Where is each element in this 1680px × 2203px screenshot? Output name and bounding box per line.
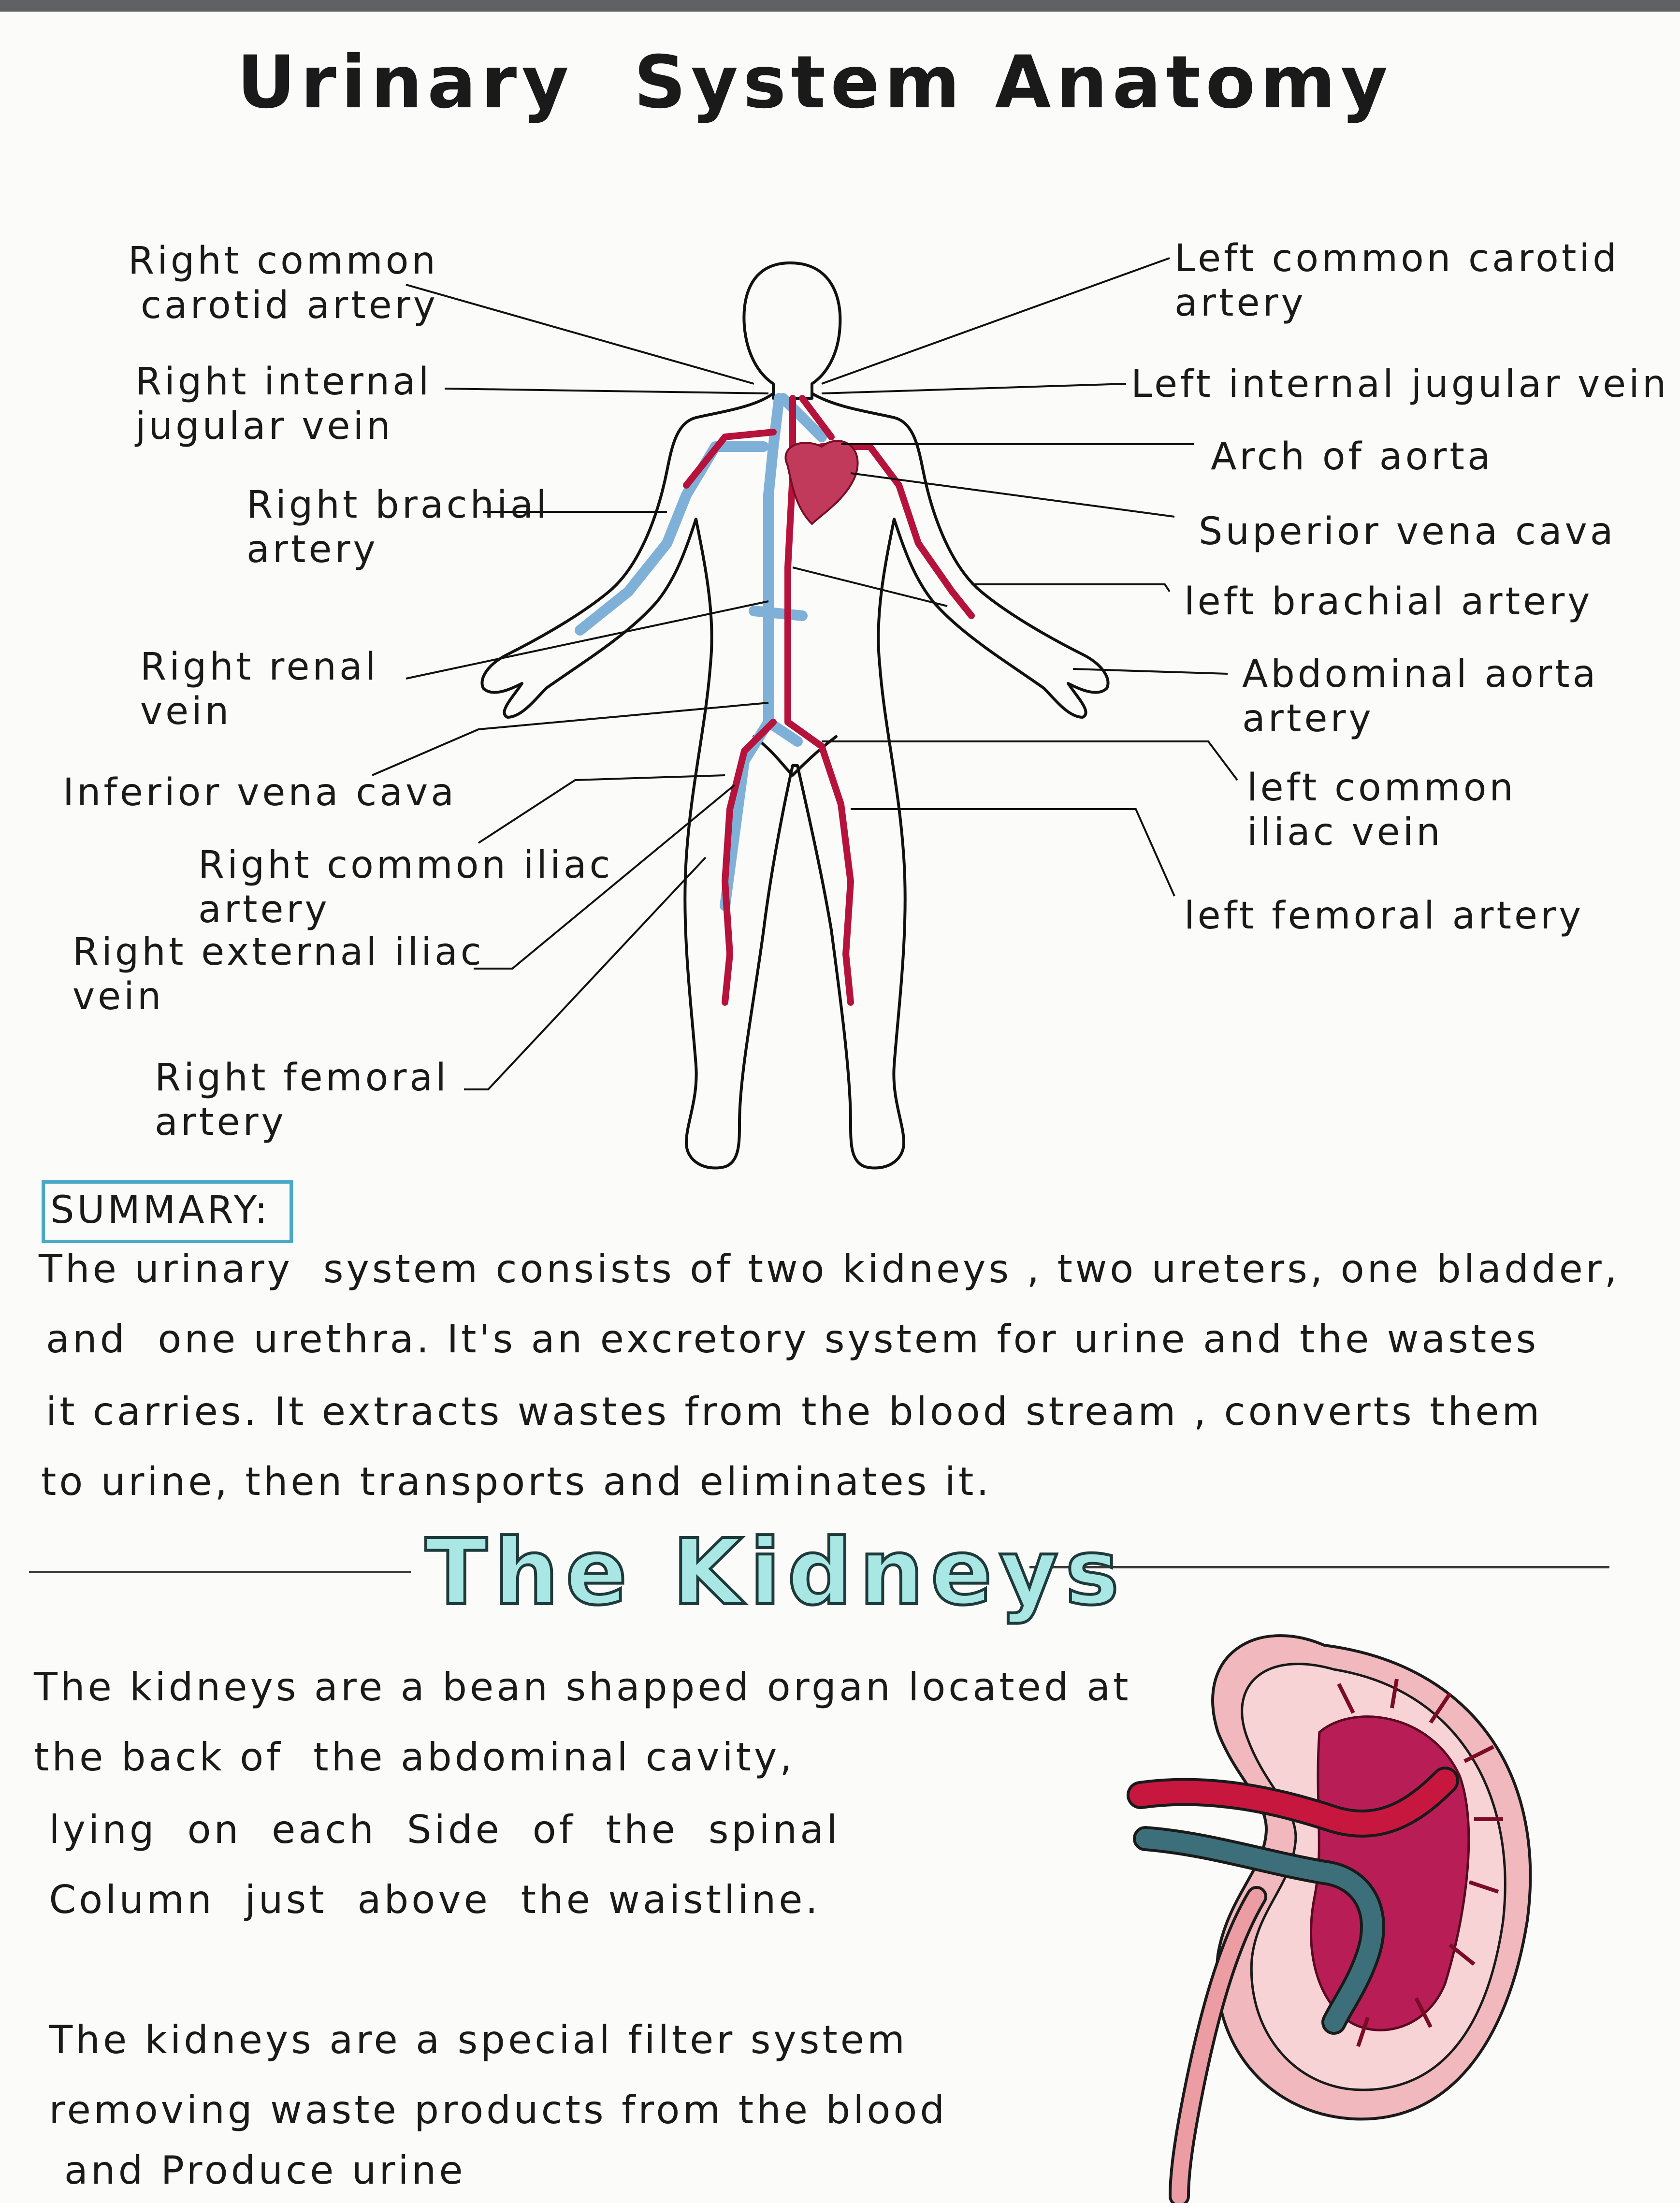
label-inferior-vena-cava: Inferior vena cava bbox=[63, 771, 457, 814]
label-superior-vena-cava: Superior vena cava bbox=[1199, 510, 1616, 553]
kidneys-para2-line: removing waste products from the blood bbox=[34, 2087, 948, 2132]
label-right-internal-jugular: Right internal jugular vein bbox=[135, 360, 432, 448]
label-right-brachial: Right brachial artery bbox=[246, 483, 550, 571]
summary-line: The urinary system consists of two kidne… bbox=[39, 1246, 1620, 1291]
summary-line: and one urethra. It's an excretory syste… bbox=[46, 1317, 1539, 1362]
label-right-renal: Right renal vein bbox=[140, 645, 379, 733]
label-abdominal-aorta: Abdominal aorta artery bbox=[1242, 652, 1599, 740]
summary-line: it carries. It extracts wastes from the … bbox=[46, 1389, 1543, 1434]
divider-right bbox=[1029, 1566, 1609, 1568]
summary-heading: SUMMARY: bbox=[50, 1188, 271, 1232]
kidneys-para2-line: and Produce urine bbox=[34, 2148, 466, 2193]
renal-vein bbox=[1133, 1826, 1385, 2035]
renal-artery bbox=[1127, 1767, 1459, 1838]
label-right-external-iliac: Right external iliac vein bbox=[72, 930, 484, 1018]
label-left-common-iliac: left common iliac vein bbox=[1247, 766, 1516, 854]
aorta-artery bbox=[784, 395, 796, 725]
kidneys-heading: The Kidneys bbox=[424, 1518, 1126, 1627]
kidney-capsule bbox=[1211, 1634, 1532, 2121]
kidneys-para1-line: lying on each Side of the spinal bbox=[34, 1807, 840, 1852]
page-title: Urinary System Anatomy bbox=[237, 41, 1393, 125]
kidneys-para1-line: the back of the abdominal cavity, bbox=[34, 1735, 795, 1780]
label-left-femoral: left femoral artery bbox=[1184, 894, 1584, 938]
kidneys-para1-line: The kidneys are a bean shapped organ loc… bbox=[34, 1665, 1131, 1710]
kidneys-para1-line: Column just above the waistline. bbox=[34, 1877, 821, 1922]
label-left-common-carotid: Left common carotid artery bbox=[1174, 237, 1620, 325]
label-left-brachial: left brachial artery bbox=[1184, 580, 1593, 623]
label-arch-of-aorta: Arch of aorta bbox=[1211, 435, 1493, 478]
vena-cava-vein bbox=[763, 393, 784, 727]
label-right-femoral: Right femoral artery bbox=[155, 1056, 449, 1144]
divider-left bbox=[29, 1571, 411, 1573]
label-right-common-iliac: Right common iliac artery bbox=[198, 843, 613, 931]
summary-line: to urine, then transports and eliminates… bbox=[41, 1459, 992, 1504]
head-outline bbox=[742, 261, 842, 400]
heart bbox=[784, 440, 859, 525]
summary-box bbox=[42, 1180, 293, 1243]
worksheet: Urinary System Anatomy bbox=[0, 12, 1680, 2203]
body-outline bbox=[480, 392, 1110, 1170]
body-diagram bbox=[372, 257, 1238, 1170]
label-left-internal-jugular: Left internal jugular vein bbox=[1131, 362, 1669, 406]
label-right-common-carotid: Right common carotid artery bbox=[128, 239, 438, 327]
kidneys-para2-line: The kidneys are a special filter system bbox=[34, 2017, 908, 2062]
ureter bbox=[1169, 1886, 1267, 2203]
kidney-medulla bbox=[1310, 1715, 1470, 2031]
